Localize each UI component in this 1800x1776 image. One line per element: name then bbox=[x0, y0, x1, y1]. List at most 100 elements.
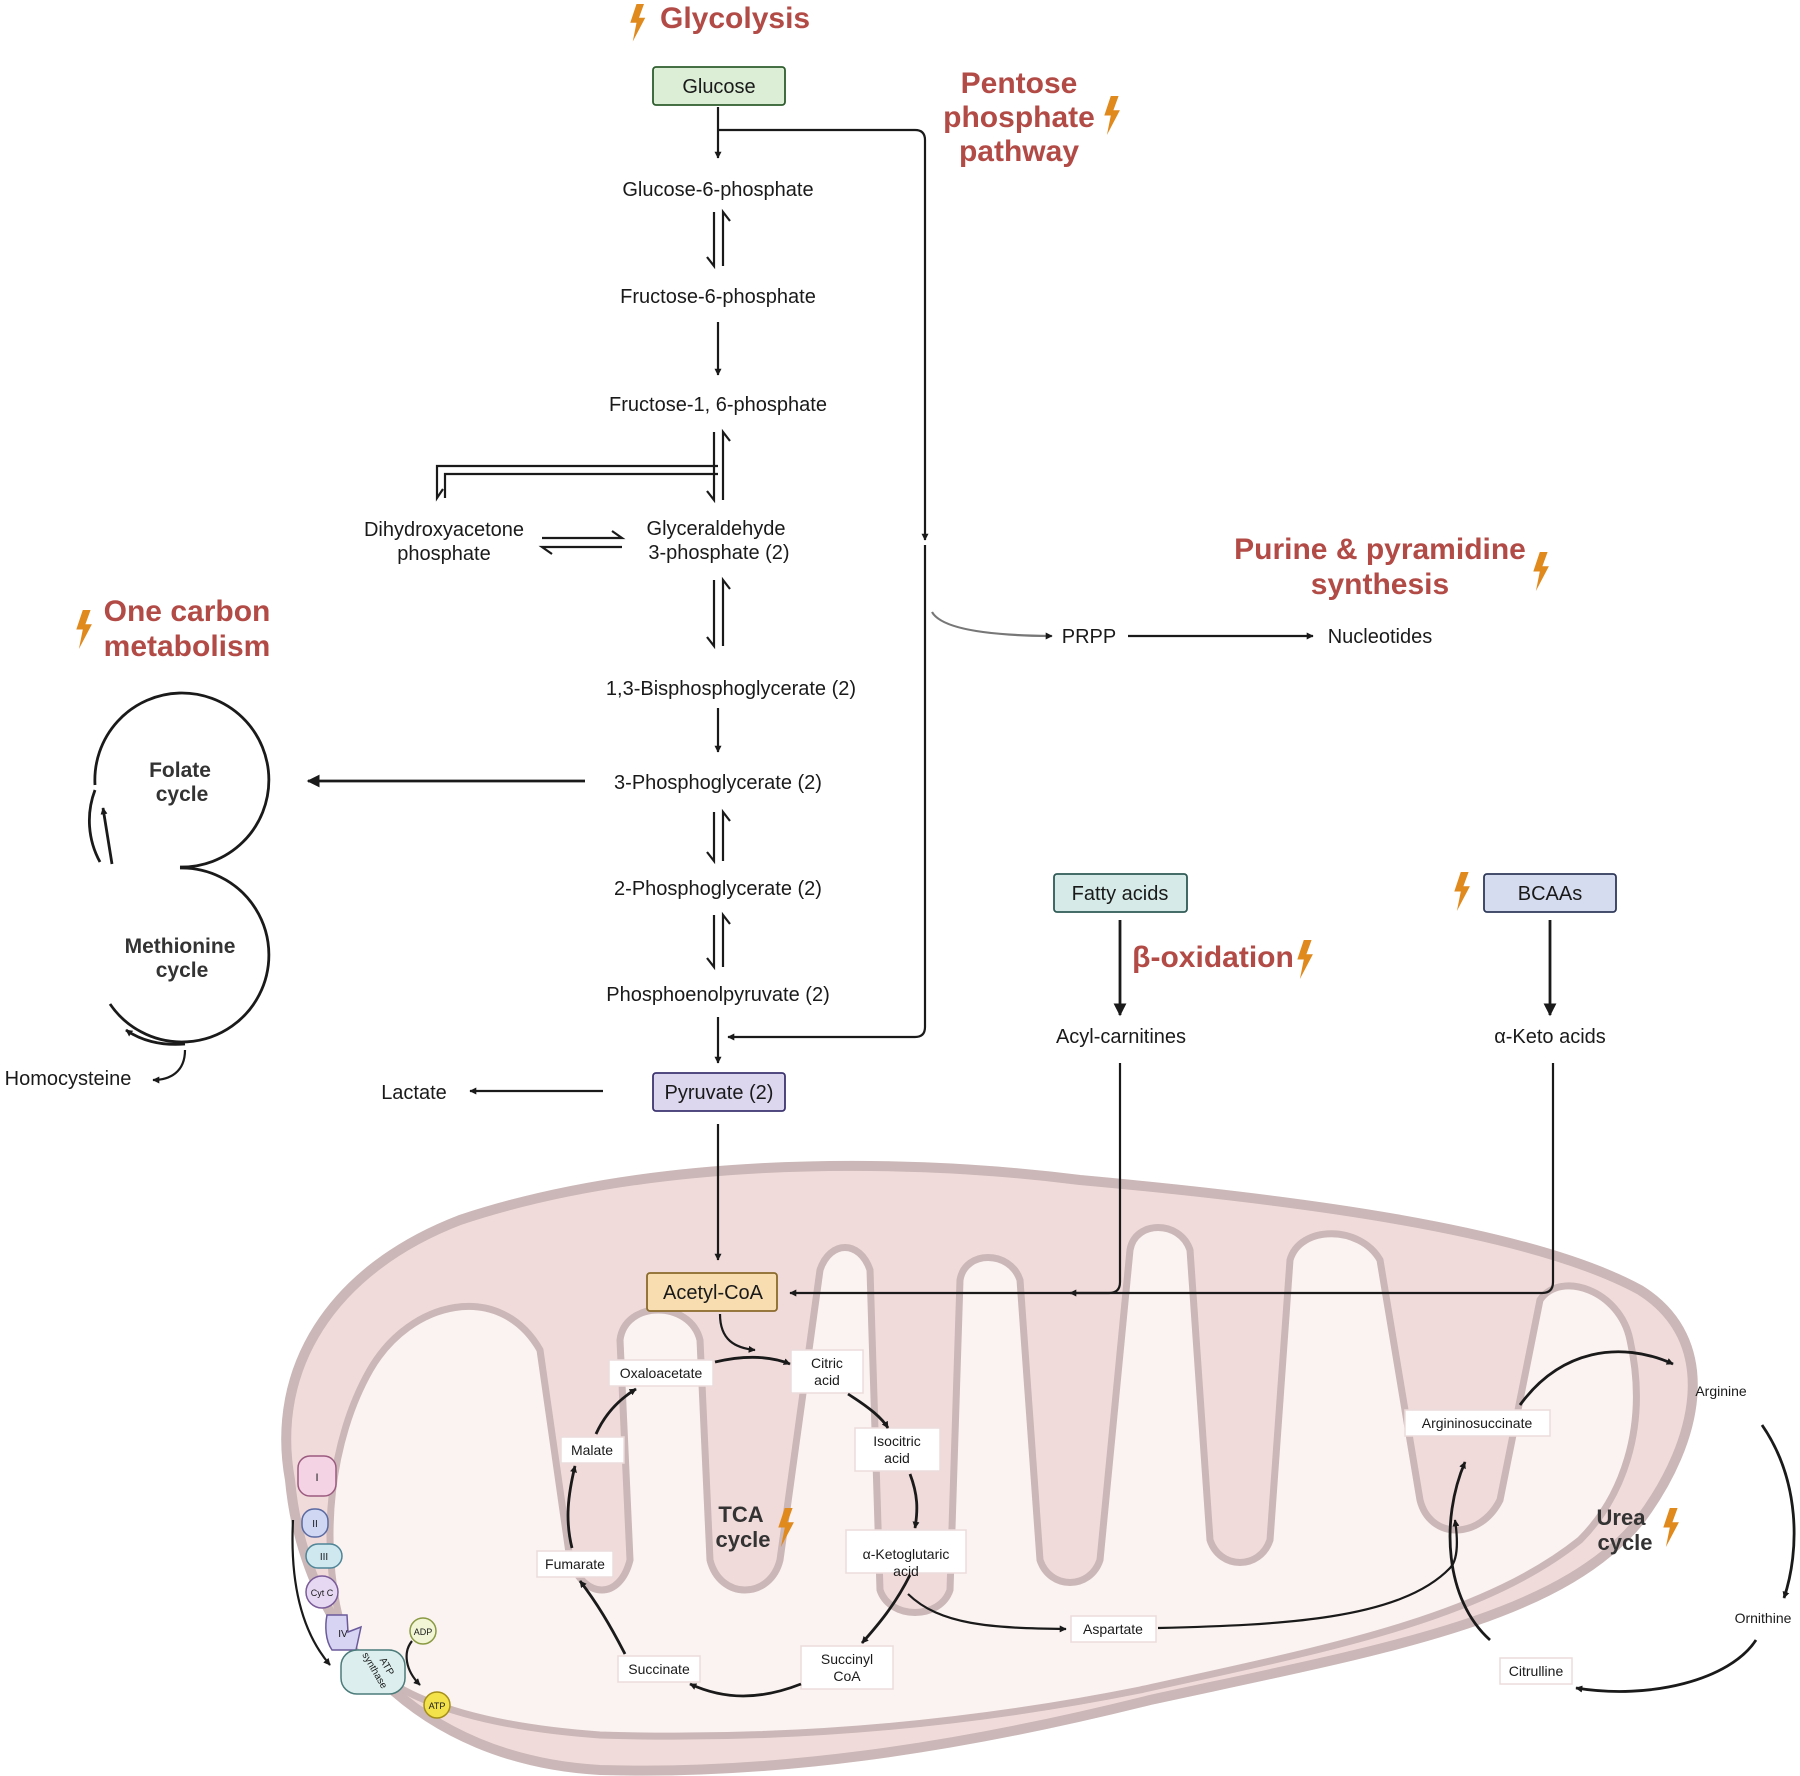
citric-acid-box[interactable] bbox=[790, 1349, 864, 1394]
one-carbon-title-line-2: metabolism bbox=[104, 630, 271, 663]
fructose-16-phosphate-label: Fructose-1, 6-phosphate bbox=[609, 394, 827, 416]
adp-molecule[interactable] bbox=[409, 1617, 437, 1645]
pyruvate-box[interactable] bbox=[652, 1072, 786, 1112]
lactate-label: Lactate bbox=[381, 1082, 447, 1104]
one-carbon-title-line-1: One carbon bbox=[104, 595, 271, 628]
glucose-box[interactable] bbox=[652, 66, 786, 106]
purine-title-line-1: Purine & pyramidine bbox=[1234, 533, 1526, 566]
2-phosphoglycerate-label: 2-Phosphoglycerate (2) bbox=[614, 878, 822, 900]
atp-molecule[interactable] bbox=[423, 1691, 451, 1719]
lightning-bolt-icon bbox=[1454, 872, 1470, 911]
arrow-akg-to-succinyl bbox=[860, 1574, 912, 1644]
tca-cycle-label-line-2: cycle bbox=[715, 1527, 770, 1552]
arrow-keto-acids-to-acetyl-coa bbox=[789, 1063, 1555, 1297]
bcaas-label: BCAAs bbox=[1518, 883, 1582, 905]
argininosuccinate-box[interactable] bbox=[1404, 1409, 1551, 1437]
cytochrome-c-label: Cyt C bbox=[311, 1588, 334, 1598]
complex-iv[interactable] bbox=[325, 1614, 363, 1651]
bisphosphoglycerate-label: 1,3-Bisphosphoglycerate (2) bbox=[606, 678, 856, 700]
bcaas-box[interactable] bbox=[1483, 873, 1617, 913]
acyl-carnitines-label: Acyl-carnitines bbox=[1056, 1026, 1186, 1048]
adp-label: ADP bbox=[414, 1627, 433, 1637]
acetyl-coa-box[interactable] bbox=[646, 1272, 778, 1312]
fatty-acids-box[interactable] bbox=[1053, 873, 1188, 913]
arrow-etc-flow bbox=[291, 1519, 331, 1666]
methionine-cycle-ring bbox=[108, 866, 271, 1044]
citric-acid-label-line-2: acid bbox=[814, 1372, 840, 1388]
atp-synthase[interactable] bbox=[340, 1649, 406, 1695]
arrow-oxaloacetate-to-citric bbox=[714, 1355, 791, 1366]
urea-cycle-label-line-1: Urea bbox=[1597, 1505, 1647, 1530]
citrulline-box[interactable] bbox=[1499, 1657, 1573, 1685]
isocitric-acid-box[interactable] bbox=[854, 1427, 941, 1472]
lightning-bolt-icon bbox=[1663, 1508, 1679, 1547]
electron-transport-chain: I II III Cyt C IV ATP synthase ADP ATP bbox=[291, 1455, 451, 1719]
succinate-label: Succinate bbox=[628, 1661, 690, 1677]
acetyl-coa-node: Acetyl-CoA bbox=[646, 1272, 778, 1312]
ppp-title-line-3: pathway bbox=[959, 135, 1079, 168]
ppp-title-line-2: phosphate bbox=[943, 101, 1095, 134]
homocysteine-label: Homocysteine bbox=[5, 1068, 132, 1090]
oxaloacetate-label: Oxaloacetate bbox=[620, 1365, 703, 1381]
arrow-argininosuccinate-to-arginine bbox=[1518, 1350, 1674, 1406]
glucose-6-phosphate-label: Glucose-6-phosphate bbox=[622, 179, 813, 201]
oxaloacetate-box[interactable] bbox=[608, 1359, 714, 1387]
glycolysis-title: Glycolysis bbox=[660, 2, 810, 35]
reversible-arrow-g6p-f6p bbox=[706, 208, 731, 270]
title-glycolysis: Glycolysis bbox=[630, 2, 810, 42]
atp-label: ATP bbox=[429, 1701, 446, 1711]
citrulline-label: Citrulline bbox=[1509, 1663, 1564, 1679]
pyruvate-label: Pyruvate (2) bbox=[665, 1082, 774, 1104]
glucose-label: Glucose bbox=[682, 76, 755, 98]
succinate-box[interactable] bbox=[617, 1655, 701, 1683]
aspartate-box[interactable] bbox=[1070, 1615, 1157, 1643]
folate-cycle-label-line-2: cycle bbox=[156, 783, 209, 806]
alpha-ketoglutaric-acid-box[interactable] bbox=[845, 1529, 967, 1574]
acetyl-coa-label: Acetyl-CoA bbox=[663, 1282, 764, 1304]
argininosuccinate-label: Argininosuccinate bbox=[1422, 1415, 1533, 1431]
complex-i[interactable] bbox=[297, 1455, 337, 1497]
complex-ii-label: II bbox=[312, 1519, 318, 1530]
aspartate-label: Aspartate bbox=[1083, 1621, 1143, 1637]
folate-cycle-label-line-1: Folate bbox=[149, 759, 211, 782]
ornithine-label: Ornithine bbox=[1735, 1610, 1792, 1626]
prpp-label: PRPP bbox=[1062, 626, 1116, 648]
ppp-title-line-1: Pentose bbox=[961, 67, 1078, 100]
arrow-ppp-to-pyruvate bbox=[727, 545, 927, 1041]
complex-i-label: I bbox=[315, 1472, 318, 1484]
dhap-label-line-1: Dihydroxyacetone bbox=[364, 519, 524, 541]
folate-cycle-arrow bbox=[100, 807, 114, 865]
reversible-arrow-3pg-2pg bbox=[706, 808, 731, 865]
arginine-label: Arginine bbox=[1695, 1383, 1747, 1399]
beta-oxidation-title: β-oxidation bbox=[1132, 941, 1294, 974]
akg-label-line-2: acid bbox=[893, 1563, 919, 1579]
methionine-cycle-arrow bbox=[125, 1028, 186, 1046]
fumarate-box[interactable] bbox=[536, 1550, 614, 1578]
glycolysis-pathway: Glucose Glucose-6-phosphate Fructose-6-p… bbox=[364, 66, 856, 1261]
arrow-methionine-to-homocysteine bbox=[152, 1049, 187, 1084]
methionine-cycle-label-line-1: Methionine bbox=[125, 935, 236, 958]
isocitric-acid-label-line-1: Isocitric bbox=[873, 1433, 920, 1449]
lightning-bolt-icon bbox=[76, 610, 92, 649]
succinyl-coa-label-line-1: Succinyl bbox=[821, 1651, 873, 1667]
cytochrome-c[interactable] bbox=[305, 1575, 339, 1609]
succinyl-coa-box[interactable] bbox=[800, 1645, 894, 1690]
nucleotides-label: Nucleotides bbox=[1328, 626, 1433, 648]
folate-cycle-ring bbox=[87, 691, 271, 869]
arrow-isocitric-to-akg bbox=[908, 1473, 920, 1529]
akg-label-line-1: α-Ketoglutaric bbox=[863, 1546, 950, 1562]
lightning-bolt-icon bbox=[1297, 940, 1313, 979]
dhap-label-line-2: phosphate bbox=[397, 543, 490, 565]
malate-box[interactable] bbox=[560, 1436, 625, 1464]
mitochondrion-inner-membrane bbox=[326, 1224, 1640, 1740]
g3p-label-line-2: 3-phosphate (2) bbox=[648, 542, 789, 564]
complex-iii[interactable] bbox=[305, 1543, 343, 1569]
complex-ii[interactable] bbox=[301, 1508, 329, 1538]
fatty-acids-label: Fatty acids bbox=[1072, 883, 1169, 905]
arrow-succinate-to-fumarate bbox=[578, 1580, 627, 1655]
arrow-glucose-to-ppp bbox=[718, 128, 929, 541]
methionine-cycle-label-line-2: cycle bbox=[156, 959, 209, 982]
one-carbon-metabolism: Folate cycle Methionine cycle Homocystei… bbox=[5, 691, 585, 1090]
tca-cycle-label-line-1: TCA bbox=[718, 1502, 763, 1527]
